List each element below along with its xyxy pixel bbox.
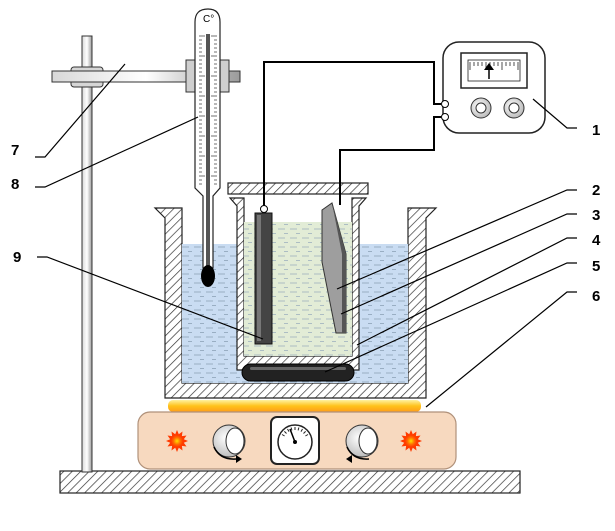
leader-2 [336, 189, 577, 290]
hot-plate-gauge [270, 416, 320, 465]
indicator-light-right [400, 430, 422, 452]
heating-element [168, 400, 421, 412]
leader-lines [35, 63, 577, 408]
thermometer: C° [194, 8, 221, 287]
label-4: 4 [592, 232, 601, 249]
leader-9 [37, 256, 264, 340]
thermometer-clamp-right [219, 59, 230, 93]
leader-1 [532, 98, 577, 129]
terminal-top [441, 100, 449, 108]
thermometer-clamp-left [185, 59, 196, 93]
temperature-knob[interactable] [212, 424, 246, 463]
stirring-speed-knob[interactable] [345, 424, 379, 463]
label-5: 5 [592, 258, 600, 275]
wire-counter [339, 116, 441, 205]
electrode-connector [260, 205, 268, 213]
thermometer-bulb [201, 265, 215, 287]
wire-working [263, 61, 441, 206]
hot-plate-stirrer [137, 411, 457, 470]
thermometer-unit-label: C° [203, 14, 214, 25]
leader-7 [35, 63, 126, 158]
leader-4 [356, 237, 577, 346]
leader-8 [35, 116, 199, 188]
stand-rod [81, 35, 93, 473]
leader-6 [425, 291, 577, 408]
bench-base [59, 470, 521, 494]
label-8: 8 [11, 176, 19, 193]
label-3: 3 [592, 207, 600, 224]
indicator-light-left [166, 430, 188, 452]
leader-3 [340, 213, 577, 315]
label-7: 7 [11, 142, 19, 159]
label-9: 9 [13, 249, 21, 266]
leader-5 [324, 262, 577, 373]
label-6: 6 [592, 288, 600, 305]
potentiostat-meter [441, 41, 546, 134]
terminal-bottom [441, 113, 449, 121]
label-2: 2 [592, 182, 600, 199]
stand-arm [51, 70, 241, 83]
cell-lid [227, 182, 369, 195]
label-1: 1 [592, 122, 600, 139]
